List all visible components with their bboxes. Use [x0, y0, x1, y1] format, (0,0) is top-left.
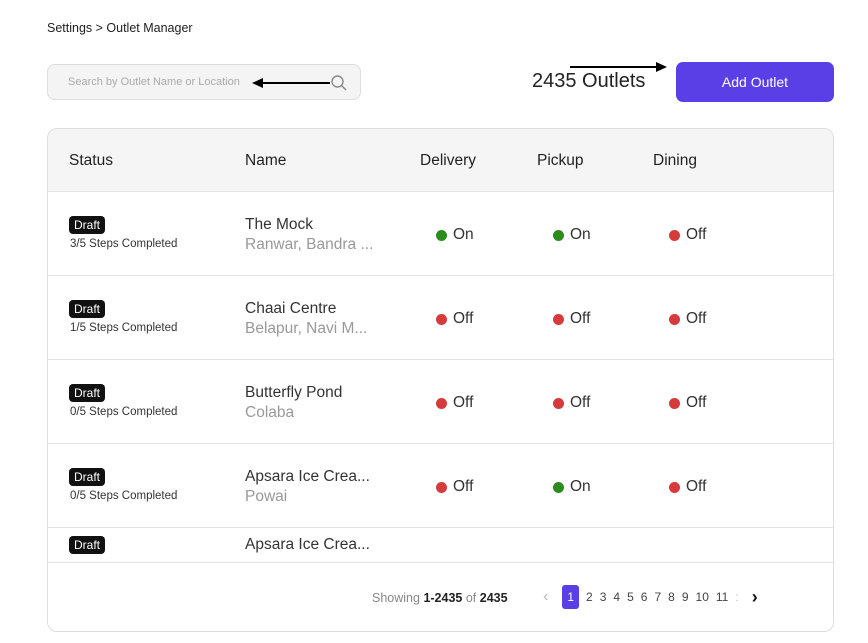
steps-completed: 1/5 Steps Completed	[70, 322, 178, 334]
status-badge: Draft	[69, 216, 106, 234]
annotation-arrow-left-icon	[252, 78, 330, 88]
status-dot-icon	[553, 481, 564, 493]
header-name: Name	[245, 152, 287, 169]
showing-text: Showing 1-2435 of 2435	[372, 591, 508, 605]
page-8[interactable]: 8	[668, 590, 675, 604]
status-dot-icon	[669, 481, 680, 493]
header-delivery: Delivery	[420, 152, 476, 169]
page-3[interactable]: 3	[599, 590, 607, 604]
add-outlet-button[interactable]: Add Outlet	[676, 62, 834, 102]
delivery-status[interactable]: On	[436, 226, 474, 244]
status-dot-icon	[436, 481, 447, 493]
status-badge: Draft	[69, 468, 106, 486]
pickup-status[interactable]: Off	[553, 394, 590, 412]
table-row[interactable]: Draft Apsara Ice Crea...	[48, 527, 833, 562]
delivery-status[interactable]: Off	[436, 394, 473, 412]
outlets-table: Status Name Delivery Pickup Dining Draft…	[47, 128, 834, 632]
status-dot-icon	[669, 229, 680, 241]
outlet-location: Ranwar, Bandra ...	[245, 236, 374, 253]
outlet-count: 2435 Outlets	[532, 70, 646, 92]
status-badge: Draft	[69, 384, 106, 402]
outlet-location: Colaba	[245, 404, 295, 421]
status-badge: Draft	[69, 536, 106, 554]
page-11[interactable]: 11	[715, 590, 729, 604]
page-9[interactable]: 9	[681, 590, 689, 604]
page-7[interactable]: 7	[654, 590, 662, 604]
page-6[interactable]: 6	[640, 590, 648, 604]
dining-status[interactable]: Off	[669, 478, 706, 496]
outlet-name[interactable]: Butterfly Pond	[245, 384, 343, 401]
breadcrumb: Settings > Outlet Manager	[47, 21, 193, 35]
outlet-name[interactable]: Apsara Ice Crea...	[245, 468, 370, 485]
delivery-status[interactable]: Off	[436, 310, 473, 328]
dining-status[interactable]: Off	[669, 394, 706, 412]
page-2[interactable]: 2	[586, 590, 593, 604]
search-icon[interactable]	[330, 74, 348, 92]
status-dot-icon	[553, 397, 564, 409]
status-dot-icon	[553, 229, 564, 241]
dining-status[interactable]: Off	[669, 226, 706, 244]
page-10[interactable]: 10	[695, 590, 709, 604]
header-status: Status	[69, 152, 113, 169]
dining-status[interactable]: Off	[669, 310, 706, 328]
next-page-icon[interactable]: ›	[751, 586, 758, 607]
header-dining: Dining	[653, 152, 697, 169]
steps-completed: 3/5 Steps Completed	[70, 238, 178, 250]
pickup-status[interactable]: Off	[553, 310, 590, 328]
outlet-name[interactable]: Apsara Ice Crea...	[245, 536, 370, 553]
page-more[interactable]: :	[735, 590, 739, 604]
table-row[interactable]: Draft 0/5 Steps Completed Apsara Ice Crea.…	[48, 443, 833, 527]
status-dot-icon	[436, 313, 447, 325]
status-dot-icon	[669, 397, 680, 409]
pickup-status[interactable]: On	[553, 478, 591, 496]
outlet-name[interactable]: The Mock	[245, 216, 314, 233]
outlet-location: Belapur, Navi M...	[245, 320, 368, 337]
page-1[interactable]: 1	[562, 585, 580, 609]
delivery-status[interactable]: Off	[436, 478, 473, 496]
header-pickup: Pickup	[537, 152, 584, 169]
steps-completed: 0/5 Steps Completed	[70, 490, 178, 502]
annotation-arrow-right-icon	[570, 62, 667, 72]
status-dot-icon	[436, 397, 447, 409]
outlet-name[interactable]: Chaai Centre	[245, 300, 337, 317]
prev-page-icon[interactable]: ‹	[543, 588, 549, 605]
status-dot-icon	[669, 313, 680, 325]
table-header: Status Name Delivery Pickup Dining	[48, 129, 833, 191]
outlet-location: Powai	[245, 488, 288, 505]
status-dot-icon	[436, 229, 447, 241]
page-5[interactable]: 5	[627, 590, 634, 604]
steps-completed: 0/5 Steps Completed	[70, 406, 178, 418]
status-dot-icon	[553, 313, 564, 325]
page-4[interactable]: 4	[613, 590, 621, 604]
pickup-status[interactable]: On	[553, 226, 591, 244]
status-badge: Draft	[69, 300, 106, 318]
